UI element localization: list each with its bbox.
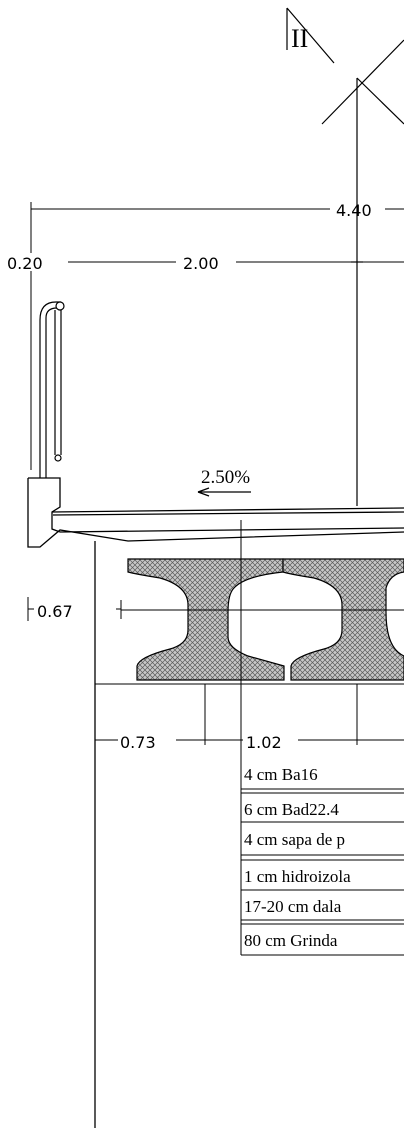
dimension-total-width: 4.40 (30, 201, 404, 470)
beam-1 (127, 558, 285, 681)
dim-0-67: 0.67 (37, 602, 73, 621)
railing (39, 301, 65, 478)
dim-4-40: 4.40 (336, 201, 372, 220)
layer-row: 4 cm sapa de p (244, 830, 345, 849)
slope-value: 2.50% (201, 467, 250, 488)
layer-table: 4 cm Ba16 6 cm Bad22.4 4 cm sapa de p 1 … (240, 750, 404, 956)
dimension-beam-spacing: 0.73 1.02 (95, 733, 404, 752)
dim-0-73: 0.73 (120, 733, 156, 752)
layer-row: 1 cm hidroizola (244, 867, 351, 886)
dimension-sidewalk: 0.20 2.00 (6, 253, 404, 273)
axis-cross (321, 39, 404, 506)
layer-row: 80 cm Grinda (244, 931, 338, 950)
section-marker: II (286, 7, 335, 64)
section-label: II (291, 24, 308, 53)
dim-2-00: 2.00 (183, 254, 219, 273)
deck-slab (27, 477, 404, 1128)
dimension-cantilever: 0.67 (27, 597, 121, 621)
slope-annotation: 2.50% (197, 467, 251, 497)
dim-1-02: 1.02 (246, 733, 282, 752)
layer-row: 17-20 cm dala (244, 897, 342, 916)
layer-row: 4 cm Ba16 (244, 765, 318, 784)
prestressed-beams (127, 558, 404, 681)
dim-0-20: 0.20 (7, 254, 43, 273)
beam-2 (282, 558, 404, 681)
layer-row: 6 cm Bad22.4 (244, 800, 339, 819)
